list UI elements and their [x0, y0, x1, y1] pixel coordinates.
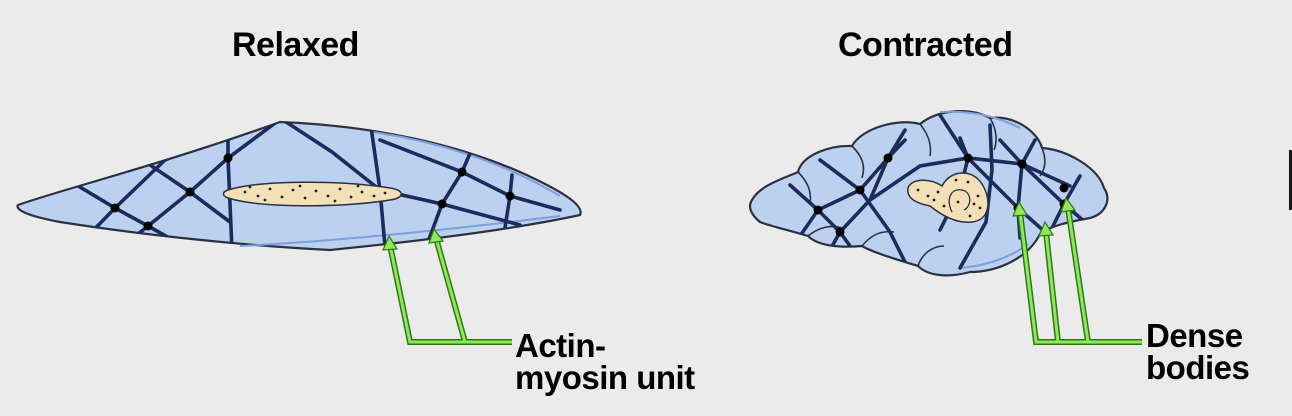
dense-body	[1017, 159, 1027, 169]
actin-myosin-filament	[378, 138, 562, 212]
relaxed-title: Relaxed	[232, 26, 359, 64]
relaxed-nucleus	[222, 181, 402, 207]
actin-myosin-pointer-fill	[388, 237, 512, 344]
dense-label-line2: bodies	[1146, 349, 1250, 386]
dense-body	[1059, 183, 1069, 193]
relaxed-cell	[16, 120, 582, 252]
dense-body	[835, 227, 845, 237]
dense-body-pointer-fill	[1018, 207, 1142, 344]
actin-myosin-filament	[788, 183, 862, 262]
dense-body	[963, 153, 973, 163]
dense-body	[185, 187, 195, 197]
contracted-nucleus	[907, 172, 989, 223]
actin-myosin-label: Actin- myosin unit	[515, 327, 695, 396]
contracted-title: Contracted	[838, 26, 1013, 64]
dense-bodies-label: Dense bodies	[1146, 317, 1250, 386]
relaxed-dense-bodies	[110, 153, 515, 231]
actin-myosin-filament	[938, 113, 1047, 234]
dense-body	[855, 185, 865, 195]
dense-body	[883, 153, 893, 163]
dense-body	[505, 191, 515, 201]
window-edge	[1289, 150, 1292, 210]
contracted-dense-bodies	[813, 153, 1069, 237]
dense-body-arrowheads	[1012, 196, 1077, 237]
dense-body	[437, 199, 447, 209]
dense-body	[110, 203, 120, 213]
actin-label-line1: Actin-	[515, 327, 606, 364]
dense-body	[223, 153, 233, 163]
actin-myosin-arrowheads	[382, 227, 445, 251]
dense-body	[457, 167, 467, 177]
dense-label-line1: Dense	[1146, 317, 1243, 354]
dense-body	[143, 221, 153, 231]
actin-label-line2: myosin unit	[515, 359, 695, 396]
actin-myosin-filament	[998, 138, 1087, 224]
contracted-membrane-highlight	[939, 110, 1021, 129]
dense-body	[813, 205, 823, 215]
contracted-cell	[749, 110, 1109, 277]
actin-myosin-filament	[958, 123, 994, 270]
relaxed-membrane-highlight	[371, 131, 561, 197]
actin-myosin-filament	[818, 158, 907, 264]
